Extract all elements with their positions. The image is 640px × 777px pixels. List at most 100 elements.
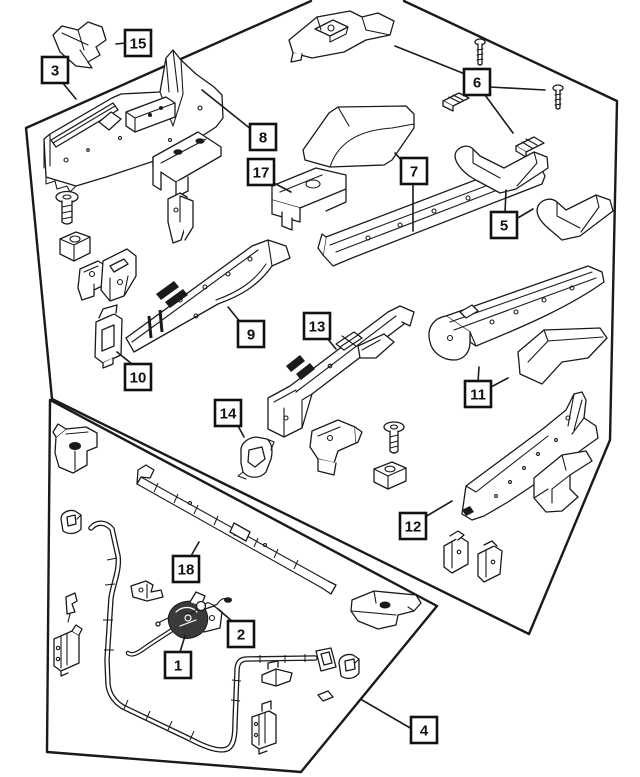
part-sketch-corner-bracket [52, 423, 98, 474]
part-sketch-mount-bracket [309, 419, 363, 476]
part-sketch-hinge-bracket [53, 624, 83, 677]
callout-6-box[interactable] [462, 67, 492, 97]
part-sketch-apron-panel-12 [461, 391, 599, 521]
callout-17-box[interactable] [246, 157, 276, 187]
part-sketch-clip-b [515, 136, 545, 158]
part-sketch-chute-bracket-12 [533, 450, 593, 513]
callout-1-box[interactable] [163, 650, 193, 680]
callout-15-box[interactable] [123, 28, 153, 58]
part-sketch-hose-tube [88, 520, 318, 753]
part-sketch-retainer-14 [237, 436, 275, 480]
part-sketch-hat-bracket [100, 248, 137, 302]
callout-13-box[interactable] [302, 311, 332, 341]
callout-11-number: 11 [470, 387, 486, 404]
part-sketch-clip-f [261, 660, 293, 687]
part-sketch-bolt-b [552, 84, 564, 110]
callout-4[interactable]: 4 [409, 715, 439, 745]
callout-17-number: 17 [253, 165, 270, 182]
part-sketch-release-cable-2 [185, 597, 232, 615]
callout-10-box[interactable] [123, 362, 153, 392]
part-sketch-bolt-a [474, 38, 486, 66]
part-sketch-elbow-bracket-11 [517, 327, 608, 385]
callout-6-leader [489, 86, 546, 91]
callout-18-leader [190, 541, 200, 557]
part-sketch-tread-bracket-upper-5 [454, 145, 549, 194]
part-sketch-crossmember-18 [136, 464, 337, 595]
callout-9-box[interactable] [236, 319, 266, 349]
part-sketch-screw-left [55, 190, 79, 225]
callout-1[interactable]: 1 [163, 650, 193, 680]
callout-9[interactable]: 9 [236, 319, 266, 349]
callout-12-number: 12 [405, 519, 422, 536]
callout-12[interactable]: 12 [398, 511, 428, 541]
part-sketch-ring-clip [60, 509, 82, 535]
callout-6-leader [484, 94, 514, 134]
callout-3-box[interactable] [40, 55, 70, 85]
callout-5-number: 5 [500, 218, 508, 235]
callout-4-box[interactable] [409, 715, 439, 745]
part-sketch-screw-center [383, 421, 405, 454]
callout-18-box[interactable] [171, 554, 201, 584]
callout-18[interactable]: 18 [171, 554, 201, 584]
callout-10[interactable]: 10 [123, 362, 153, 392]
callout-6-number: 6 [473, 75, 481, 92]
callout-13[interactable]: 13 [302, 311, 332, 341]
part-sketch-tray-bracket [350, 590, 422, 630]
part-sketch-cage-nut-left [59, 231, 91, 262]
part-sketch-small-clip [317, 690, 334, 702]
callout-2-number: 2 [237, 627, 245, 644]
callout-8-leader [201, 89, 253, 131]
callout-11-box[interactable] [463, 379, 493, 409]
callout-11[interactable]: 11 [463, 379, 493, 409]
callout-3-number: 3 [51, 63, 59, 80]
callout-14[interactable]: 14 [213, 398, 243, 428]
callout-15[interactable]: 15 [123, 28, 153, 58]
callout-12-box[interactable] [398, 511, 428, 541]
callout-18-number: 18 [178, 562, 195, 579]
callout-2-box[interactable] [226, 619, 256, 649]
part-sketch-sill-rail-11 [428, 265, 605, 361]
callout-2[interactable]: 2 [226, 619, 256, 649]
callout-5-box[interactable] [489, 210, 519, 240]
part-sketch-flag-clip [65, 592, 78, 623]
callout-15-number: 15 [130, 36, 147, 53]
part-sketch-clip-bracket [167, 192, 194, 244]
part-sketch-tread-bracket-lower-5 [536, 194, 614, 241]
callout-7-box[interactable] [399, 156, 429, 186]
part-sketch-channel-bracket-b [251, 700, 277, 755]
callout-9-number: 9 [247, 327, 255, 344]
callout-4-number: 4 [420, 723, 429, 740]
part-sketch-cowl-side-panel [302, 105, 415, 168]
part-sketch-channel-bracket [152, 131, 222, 198]
callout-3-leader [61, 81, 77, 100]
part-sketch-clip-c [443, 530, 469, 574]
callout-5-leader [515, 208, 534, 220]
callout-8-box[interactable] [248, 122, 278, 152]
callout-6[interactable]: 6 [462, 67, 492, 97]
callout-8[interactable]: 8 [248, 122, 278, 152]
callout-3[interactable]: 3 [40, 55, 70, 85]
part-sketch-clip-e [130, 580, 164, 602]
callout-11-leader [490, 377, 509, 388]
part-sketch-support-tray [288, 10, 395, 63]
part-sketch-shelf-bracket-17 [271, 167, 347, 231]
callout-5-leader [504, 189, 507, 214]
callout-17[interactable]: 17 [246, 157, 276, 187]
part-sketch-tube-end-fitting [315, 647, 337, 672]
callout-6-leader [394, 45, 466, 75]
part-sketch-pedestal-bracket-10 [94, 304, 123, 369]
part-sketch-frame-rail-13 [267, 305, 415, 438]
part-sketch-l-bracket [77, 260, 107, 301]
part-sketch-frame-rail-9 [125, 239, 291, 353]
callout-12-leader [424, 500, 453, 518]
callout-10-number: 10 [130, 370, 147, 387]
callout-14-box[interactable] [213, 398, 243, 428]
callout-1-number: 1 [174, 658, 182, 675]
callout-5[interactable]: 5 [489, 210, 519, 240]
part-sketch-sleeve-bracket [125, 96, 176, 133]
callout-14-number: 14 [220, 406, 237, 423]
callout-4-leader [361, 699, 413, 730]
callout-7[interactable]: 7 [399, 156, 429, 186]
